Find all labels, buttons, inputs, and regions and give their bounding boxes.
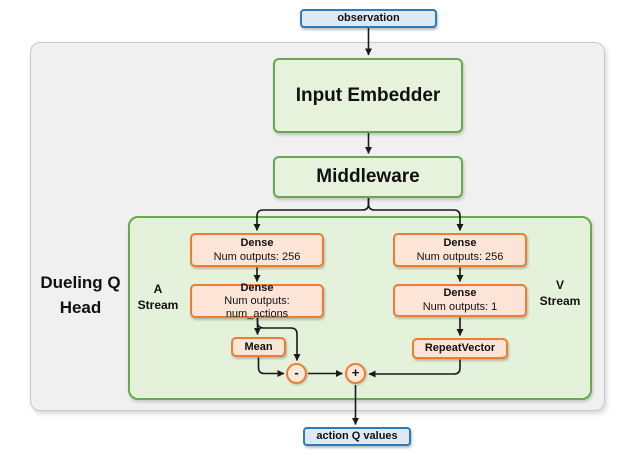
input-embedder-label: Input Embedder [295,84,441,106]
middleware-node: Middleware [273,156,463,198]
repeat-vector-label: RepeatVector [424,342,496,355]
mean-node: Mean [231,337,286,357]
dense-v1-subtitle: Num outputs: 256 [416,250,504,263]
dueling-q-head-label: Dueling Q Head [40,273,121,317]
minus-sign: - [294,364,299,380]
mean-label: Mean [244,340,273,353]
middleware-label: Middleware [316,166,420,188]
observation-label: observation [337,12,400,25]
dense-a2-node: Dense Num outputs: num_actions [190,281,324,320]
observation-node: observation [300,9,437,28]
subtract-op-node: - [286,363,307,384]
dense-a1-title: Dense [240,236,274,249]
action-q-values-label: action Q values [316,430,398,443]
dense-a1-node: Dense Num outputs: 256 [190,233,324,267]
dense-a1-subtitle: Num outputs: 256 [213,250,301,263]
dense-v2-subtitle: Num outputs: 1 [422,301,498,313]
v-stream-label: V Stream [539,278,581,308]
dense-a2-title: Dense [240,281,274,294]
input-embedder-node: Input Embedder [273,58,463,133]
dense-v2-title: Dense [443,287,477,300]
dense-v1-title: Dense [443,236,477,249]
dense-v1-node: Dense Num outputs: 256 [393,233,527,267]
a-stream-label: A Stream [137,282,179,312]
dense-v2-node: Dense Num outputs: 1 [393,284,527,317]
dense-a2-subtitle: Num outputs: num_actions [224,295,290,320]
action-q-values-node: action Q values [303,427,411,446]
add-op-node: + [345,363,366,384]
repeat-vector-node: RepeatVector [412,338,508,359]
plus-sign: + [351,364,360,380]
